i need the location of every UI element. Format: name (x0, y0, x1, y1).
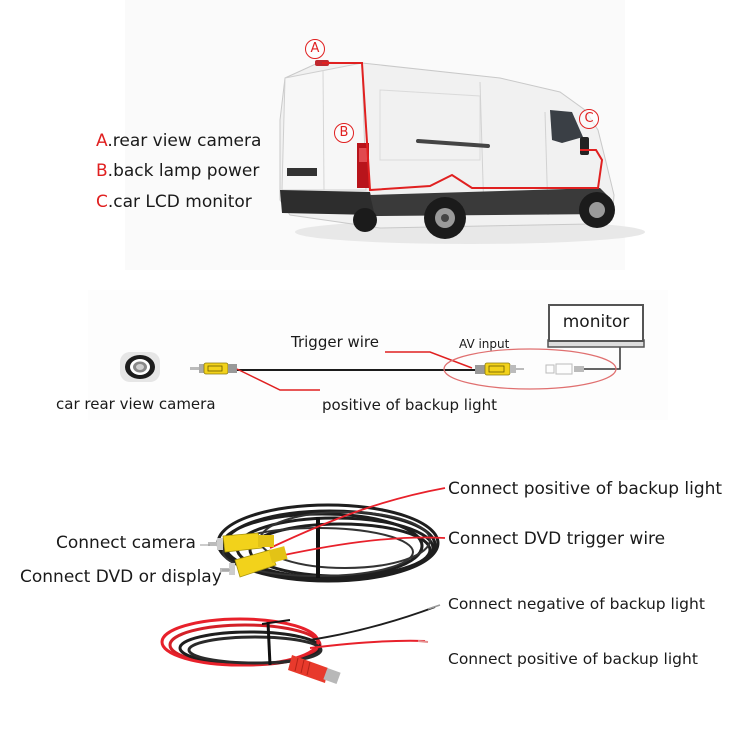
label-connect-negative-backup: Connect negative of backup light (448, 595, 705, 613)
monitor-box: monitor (548, 304, 644, 342)
marker-b: B (334, 123, 354, 143)
legend-letter: B (96, 161, 108, 181)
label-connect-dvd-display: Connect DVD or display (20, 567, 222, 587)
trigger-wire-label: Trigger wire (291, 333, 380, 351)
label-connect-positive-backup-1: Connect positive of backup light (448, 479, 723, 499)
legend-item-a: A.rear view camera (96, 131, 261, 151)
label-connect-dvd-trigger: Connect DVD trigger wire (448, 529, 666, 549)
legend-text: .back lamp power (107, 161, 260, 181)
legend-item-b: B.back lamp power (96, 161, 259, 181)
av-input-label: AV input (459, 337, 510, 351)
legend-letter: C (96, 192, 108, 212)
legend-letter: A (96, 131, 108, 151)
backup-light-label: positive of backup light (322, 396, 498, 414)
label-connect-positive-backup-2: Connect positive of backup light (448, 650, 698, 668)
marker-a: A (305, 39, 325, 59)
legend-text: .car LCD monitor (107, 192, 252, 212)
marker-c: C (579, 109, 599, 129)
legend-item-c: C.car LCD monitor (96, 192, 252, 212)
camera-label: car rear view camera (56, 395, 216, 413)
label-connect-camera: Connect camera (56, 533, 196, 553)
legend-text: .rear view camera (107, 131, 262, 151)
